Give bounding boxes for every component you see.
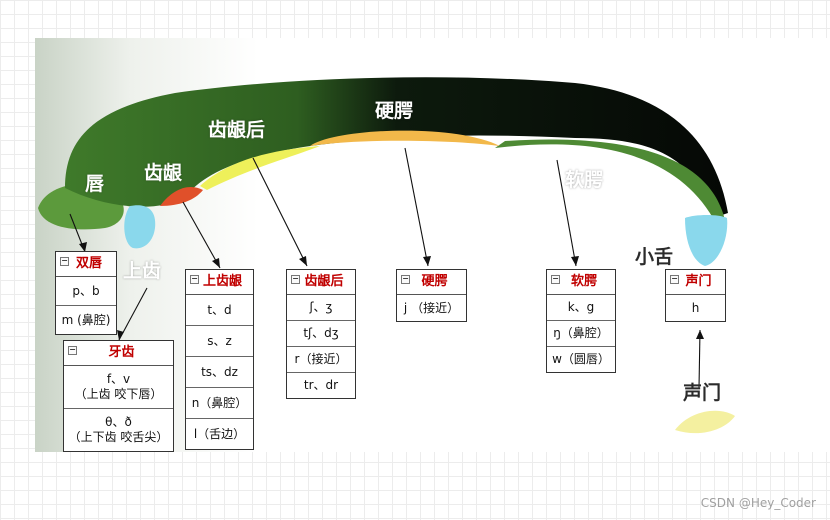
box-teeth-row: f、v （上齿 咬下唇） xyxy=(64,366,173,409)
box-teeth: − 牙齿 f、v （上齿 咬下唇） θ、ð （上下齿 咬舌尖） xyxy=(63,340,174,452)
label-uvula: 小舌 xyxy=(635,246,674,268)
box-hard-palate-header[interactable]: − 硬腭 xyxy=(397,270,466,295)
box-teeth-header[interactable]: − 牙齿 xyxy=(64,341,173,366)
box-postalveolar-row: tr、dr xyxy=(303,378,339,392)
box-hard-palate-row: j （接近） xyxy=(403,300,460,315)
box-soft-palate: − 软腭 k、g ŋ（鼻腔） w（圆唇） xyxy=(546,269,616,373)
glottis-shape xyxy=(675,410,735,434)
box-postalveolar-title: 齿龈后 xyxy=(304,274,344,289)
palate-shape xyxy=(65,77,728,218)
label-soft-palate: 软腭 xyxy=(565,169,604,191)
box-soft-palate-row: w（圆唇） xyxy=(552,352,610,366)
box-postalveolar-row: tʃ、dʒ xyxy=(287,321,355,347)
box-hard-palate: − 硬腭 j （接近） xyxy=(396,269,467,322)
box-glottis: − 声门 h xyxy=(665,269,726,322)
box-upper-alveolar-row: ts、dz xyxy=(186,357,253,388)
collapse-toggle-icon[interactable]: − xyxy=(190,274,199,284)
box-soft-palate-header[interactable]: − 软腭 xyxy=(547,270,615,295)
box-postalveolar-header[interactable]: − 齿龈后 xyxy=(287,270,355,295)
postalveolar-shape xyxy=(200,146,320,190)
box-soft-palate-row: k、g xyxy=(547,295,615,321)
box-bilabial-row: m (鼻腔) xyxy=(61,312,111,327)
box-glottis-header[interactable]: − 声门 xyxy=(666,270,725,295)
box-postalveolar-row: r（接近） xyxy=(287,347,355,373)
box-upper-alveolar-header[interactable]: − 上齿龈 xyxy=(186,270,253,295)
box-bilabial-header[interactable]: − 双唇 xyxy=(56,252,116,277)
box-upper-alveolar-row: l（舌边） xyxy=(193,426,246,441)
box-glottis-title: 声门 xyxy=(685,274,712,289)
collapse-toggle-icon[interactable]: − xyxy=(60,256,69,266)
uvula-shape xyxy=(685,215,728,266)
hard-palate-shape xyxy=(310,130,500,146)
label-glottis: 声门 xyxy=(683,382,722,404)
box-upper-alveolar: − 上齿龈 t、d s、z ts、dz n（鼻腔） l（舌边） xyxy=(185,269,254,450)
box-bilabial-title: 双唇 xyxy=(75,256,102,271)
label-lips: 唇 xyxy=(85,173,105,195)
watermark: CSDN @Hey_Coder xyxy=(700,496,816,510)
label-alveolar: 齿龈 xyxy=(144,162,183,184)
box-upper-alveolar-row: t、d xyxy=(186,295,253,326)
upper-teeth-shape xyxy=(124,205,156,249)
box-bilabial: − 双唇 p、b m (鼻腔) xyxy=(55,251,117,335)
box-upper-alveolar-title: 上齿龈 xyxy=(202,274,242,289)
collapse-toggle-icon[interactable]: − xyxy=(670,274,679,284)
box-bilabial-row: p、b xyxy=(56,277,116,306)
label-postalveolar: 齿龈后 xyxy=(208,119,266,141)
box-postalveolar-row: ʃ、ʒ xyxy=(287,295,355,321)
box-soft-palate-title: 软腭 xyxy=(570,274,597,289)
collapse-toggle-icon[interactable]: − xyxy=(401,274,410,284)
collapse-toggle-icon[interactable]: − xyxy=(291,274,300,284)
box-hard-palate-title: 硬腭 xyxy=(421,274,448,289)
box-upper-alveolar-row: s、z xyxy=(186,326,253,357)
label-hard-palate: 硬腭 xyxy=(375,100,414,122)
alveolar-ridge-shape xyxy=(160,186,203,206)
collapse-toggle-icon[interactable]: − xyxy=(551,274,560,284)
box-teeth-row: θ、ð （上下齿 咬舌尖） xyxy=(68,415,169,444)
collapse-toggle-icon[interactable]: − xyxy=(68,345,77,355)
label-upper-teeth: 上齿 xyxy=(123,260,162,282)
arrow-heads xyxy=(79,242,704,340)
box-teeth-title: 牙齿 xyxy=(108,345,135,360)
box-upper-alveolar-row: n（鼻腔） xyxy=(186,388,253,419)
box-soft-palate-row: ŋ（鼻腔） xyxy=(547,321,615,347)
box-glottis-row: h xyxy=(691,300,700,315)
soft-palate-band xyxy=(495,139,725,220)
vocal-tract-illustration xyxy=(38,77,735,434)
box-postalveolar: − 齿龈后 ʃ、ʒ tʃ、dʒ r（接近） tr、dr xyxy=(286,269,356,399)
